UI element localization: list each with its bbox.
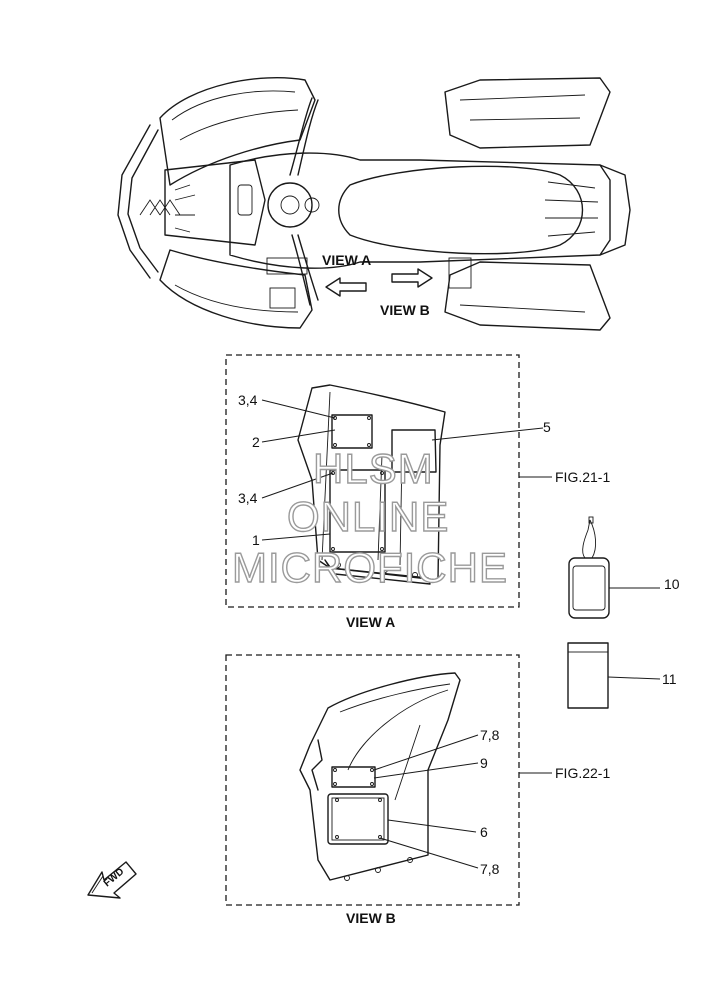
callout-3-4-lower: 3,4 <box>238 490 258 506</box>
callout-9: 9 <box>480 755 488 771</box>
watermark-line-1: HLSM <box>313 445 434 492</box>
callout-7-8-lower: 7,8 <box>480 861 500 877</box>
callout-1: 1 <box>252 532 260 548</box>
view-b-top-label: VIEW B <box>380 302 430 318</box>
watermark-line-2: ONLINE <box>287 493 449 540</box>
callout-3-4-upper: 3,4 <box>238 392 258 408</box>
fig-ref-view-b: FIG.22-1 <box>555 765 610 781</box>
view-a-arrow <box>325 277 367 297</box>
atv-top-view <box>117 77 631 331</box>
view-b-caption: VIEW B <box>346 910 396 926</box>
part-10-hang-tag <box>568 516 610 619</box>
label-plate-6 <box>327 793 389 845</box>
watermark-line-3: MICROFICHE <box>232 544 508 591</box>
view-b-arrow <box>391 268 433 288</box>
callout-6: 6 <box>480 824 488 840</box>
fig-ref-view-a: FIG.21-1 <box>555 469 610 485</box>
label-plate-2 <box>331 414 373 449</box>
view-a-fender-panel <box>297 384 446 585</box>
view-a-frame <box>225 354 520 608</box>
label-plate-9 <box>331 766 376 788</box>
label-5 <box>391 429 437 473</box>
callout-2: 2 <box>252 434 260 450</box>
callout-10: 10 <box>664 576 680 592</box>
label-plate-1 <box>329 469 386 553</box>
fwd-direction-arrow <box>87 861 137 899</box>
view-b-fender-panel <box>299 672 461 881</box>
callout-11: 11 <box>662 671 677 687</box>
view-a-top-label: VIEW A <box>322 252 371 268</box>
view-a-caption: VIEW A <box>346 614 395 630</box>
part-11-card <box>567 642 609 709</box>
view-b-frame <box>225 654 520 906</box>
callout-5: 5 <box>543 419 551 435</box>
callout-7-8-upper: 7,8 <box>480 727 500 743</box>
